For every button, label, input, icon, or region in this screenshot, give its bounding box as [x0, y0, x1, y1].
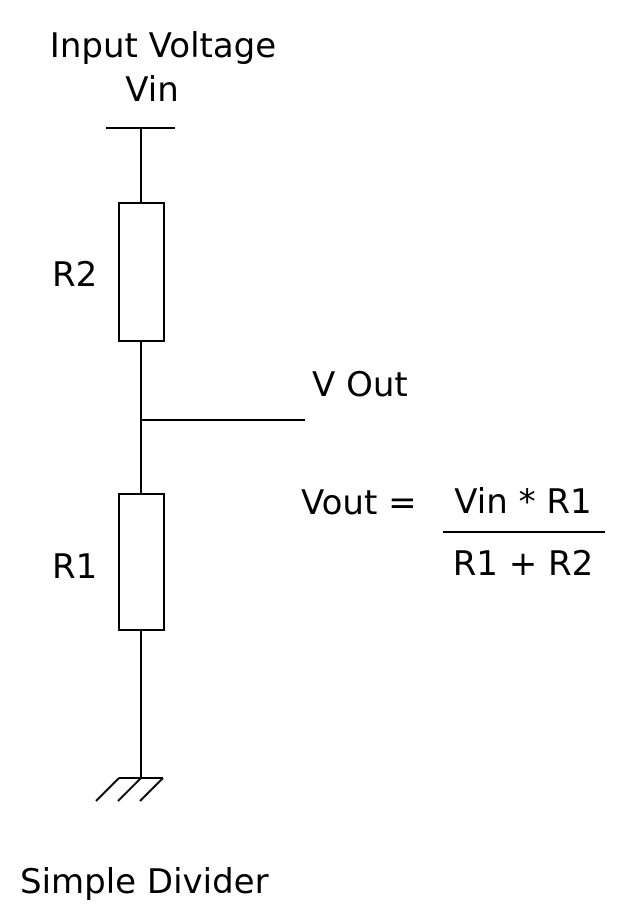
input-voltage-title: Input Voltage	[50, 26, 276, 66]
resistor-r2	[118, 202, 165, 342]
formula-numerator: Vin * R1	[454, 482, 591, 522]
formula-denominator: R1 + R2	[453, 544, 594, 584]
resistor-r1	[118, 493, 165, 631]
ground-icon	[95, 777, 164, 802]
formula-lhs: Vout =	[301, 483, 417, 523]
diagram-caption: Simple Divider	[20, 862, 269, 902]
resistor-r2-label: R2	[52, 255, 97, 295]
input-voltage-symbol: Vin	[125, 70, 179, 110]
resistor-r1-label: R1	[52, 547, 97, 587]
output-label: V Out	[312, 365, 408, 405]
